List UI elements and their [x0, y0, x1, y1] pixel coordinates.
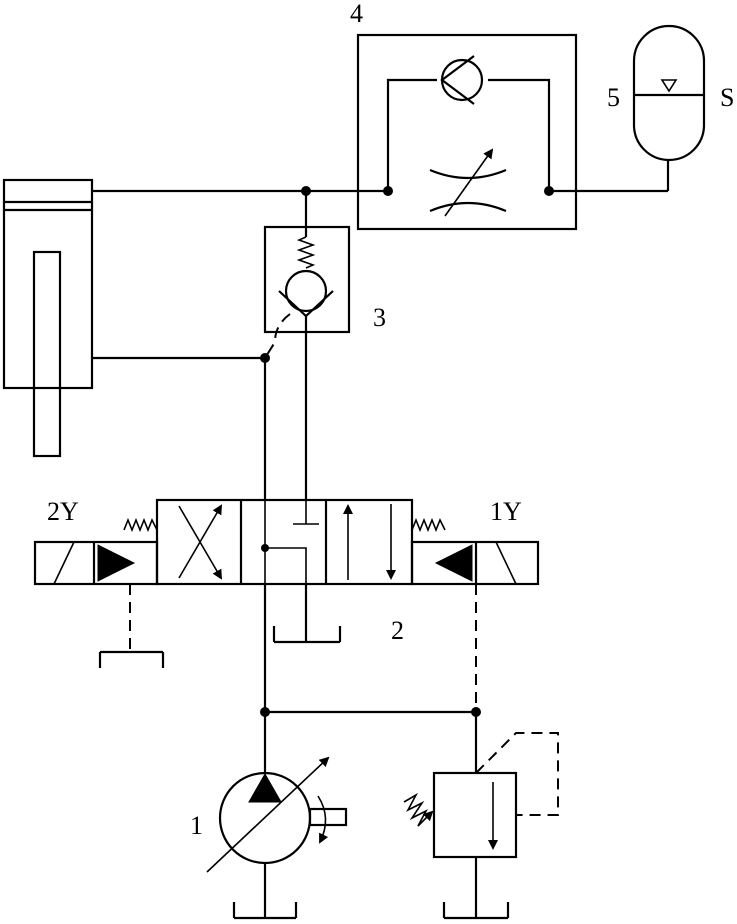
- label-4: 4: [350, 0, 363, 28]
- label-s: S: [720, 83, 734, 112]
- solenoid-1y: [410, 540, 540, 712]
- throttle-check-valve: [356, 33, 578, 231]
- hydraulic-cylinder: [2, 178, 94, 458]
- accumulator: [632, 24, 706, 162]
- label-1: 1: [190, 811, 203, 840]
- relief-valve: [403, 732, 559, 920]
- solenoid-2y: [33, 540, 165, 668]
- directional-valve: [123, 498, 446, 586]
- rod-side-line: [92, 353, 270, 500]
- supply-line: [260, 584, 481, 773]
- label-2: 2: [391, 616, 404, 645]
- pressure-line-top: [92, 160, 670, 196]
- variable-pump: [206, 756, 348, 920]
- valve-tank: [272, 584, 342, 644]
- label-2y: 2Y: [47, 497, 79, 526]
- pilot-check-valve: [263, 191, 351, 500]
- label-1y: 1Y: [490, 497, 522, 526]
- label-3: 3: [373, 303, 386, 332]
- label-5: 5: [607, 83, 620, 112]
